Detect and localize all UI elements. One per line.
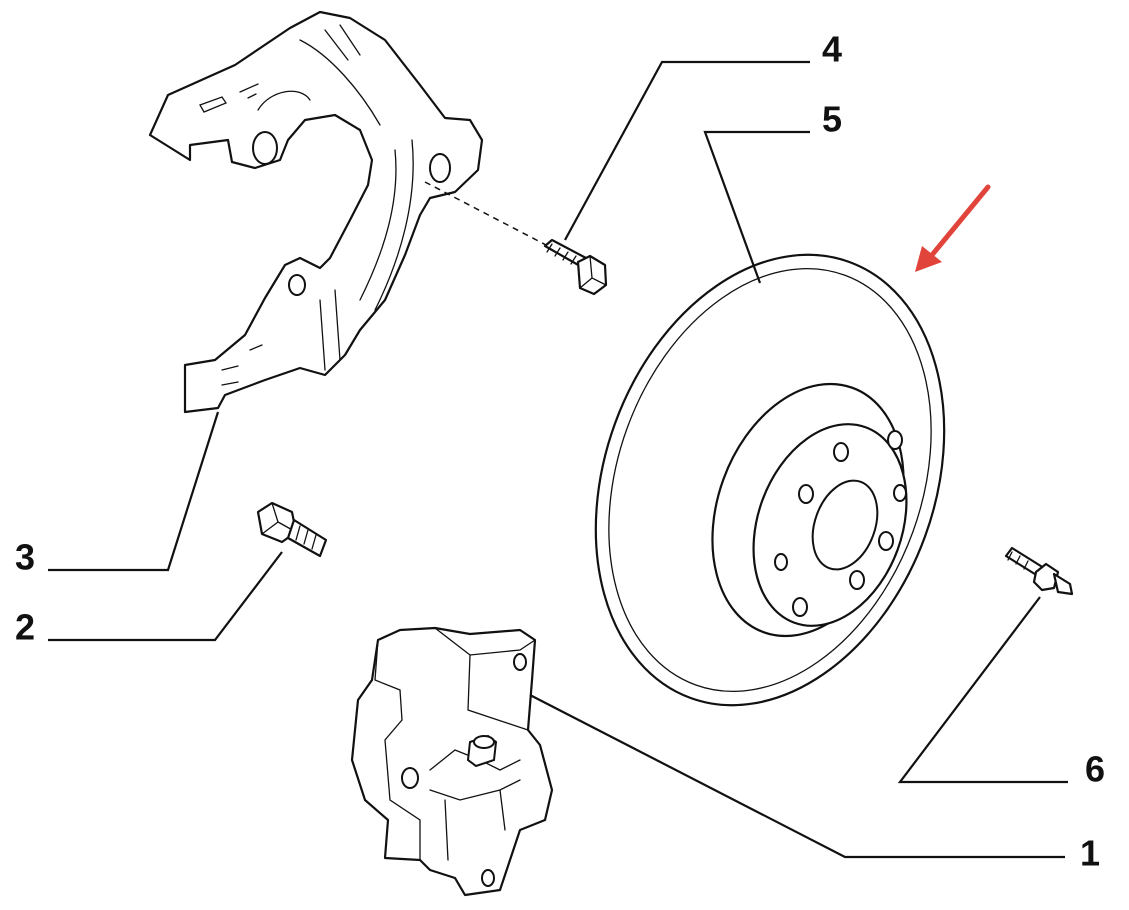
highlight-arrow — [915, 184, 991, 272]
leader-line-3 — [48, 411, 220, 572]
stud-bolt-2 — [256, 501, 328, 558]
leader-line-1 — [529, 694, 1065, 859]
callout-number-1: 1 — [1080, 833, 1100, 874]
guide-pin-6 — [1004, 546, 1074, 596]
callout-number-3: 3 — [15, 537, 35, 578]
callout-number-6: 6 — [1085, 749, 1105, 790]
dust-shield — [148, 10, 484, 414]
leader-line-4 — [564, 60, 810, 241]
assembly-axis-line — [424, 181, 549, 247]
brake-disc — [594, 253, 946, 707]
leader-line-2 — [48, 551, 283, 642]
callout-number-2: 2 — [15, 607, 35, 648]
callout-number-4: 4 — [822, 29, 842, 70]
bolt-4 — [543, 238, 608, 296]
brake-caliper — [350, 626, 554, 897]
leader-line-6 — [897, 596, 1068, 784]
leader-line-5 — [703, 130, 810, 284]
callout-number-5: 5 — [822, 99, 842, 140]
